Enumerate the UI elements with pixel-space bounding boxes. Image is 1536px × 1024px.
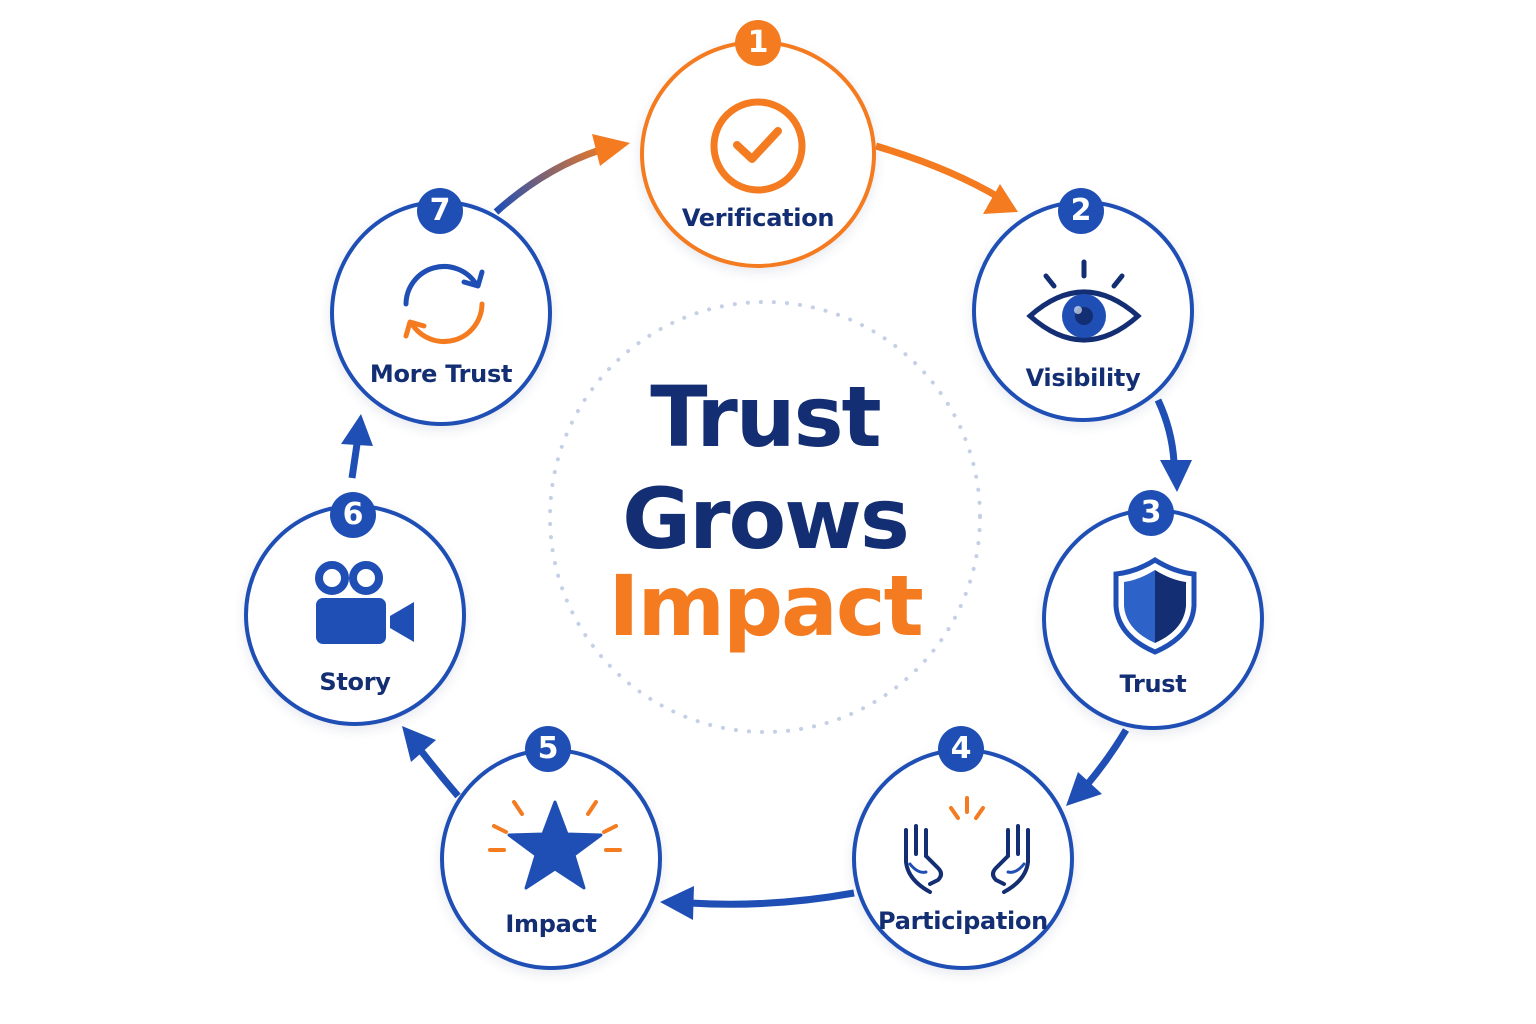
arrowhead-2 — [1160, 460, 1192, 492]
step-more-trust-label: More Trust — [369, 360, 513, 388]
step-2-badge: 2 — [1058, 188, 1104, 234]
star-icon — [488, 800, 622, 890]
video-camera-icon — [315, 561, 414, 644]
step-5-badge: 5 — [525, 726, 571, 772]
center-dotted-ring — [548, 300, 982, 734]
arrow-impact-to-story — [419, 749, 461, 799]
eye-icon — [1026, 259, 1142, 343]
arrow-trust-to-participation — [1083, 728, 1130, 789]
step-4-badge: 4 — [938, 726, 984, 772]
step-participation-node: Participation — [852, 748, 1074, 970]
step-visibility-label: Visibility — [1025, 364, 1141, 392]
arrow-participation-to-impact — [689, 889, 855, 908]
step-visibility-node: Visibility — [972, 200, 1194, 422]
arrowhead-5 — [402, 726, 436, 762]
arrowhead-6 — [341, 414, 373, 446]
step-trust-node: Trust — [1042, 508, 1264, 730]
step-impact-label: Impact — [505, 910, 597, 938]
step-participation-label: Participation — [878, 907, 1048, 935]
step-story-label: Story — [319, 668, 391, 696]
center-title-line-1: Trust — [650, 368, 881, 466]
arrow-verification-to-visibility — [875, 142, 1002, 202]
center-title-line-3: Impact — [608, 557, 924, 655]
arrowhead-4 — [660, 886, 694, 920]
step-trust-label: Trust — [1119, 670, 1187, 698]
arrowhead-7 — [592, 134, 630, 166]
step-story-node: Story — [244, 504, 466, 726]
arrow-more-trust-to-verification — [493, 146, 602, 215]
step-verification-label: Verification — [681, 204, 835, 232]
checkmark-icon — [710, 98, 806, 194]
step-3-badge: 3 — [1128, 490, 1174, 536]
arrow-visibility-to-trust — [1154, 398, 1178, 463]
step-impact-node: Impact — [440, 748, 662, 970]
shield-icon — [1113, 557, 1197, 655]
step-6-badge: 6 — [330, 492, 376, 538]
arrowhead-3 — [1066, 772, 1102, 806]
arrowhead-1 — [983, 184, 1018, 214]
step-more-trust-node: More Trust — [330, 200, 552, 426]
refresh-cycle-icon — [403, 264, 485, 344]
center-title-line-2: Grows — [622, 470, 910, 568]
step-1-badge: 1 — [735, 20, 781, 66]
arrow-story-to-more-trust — [348, 443, 361, 479]
step-verification-node: Verification — [640, 40, 876, 268]
step-7-badge: 7 — [417, 188, 463, 234]
open-hands-icon — [904, 796, 1030, 894]
